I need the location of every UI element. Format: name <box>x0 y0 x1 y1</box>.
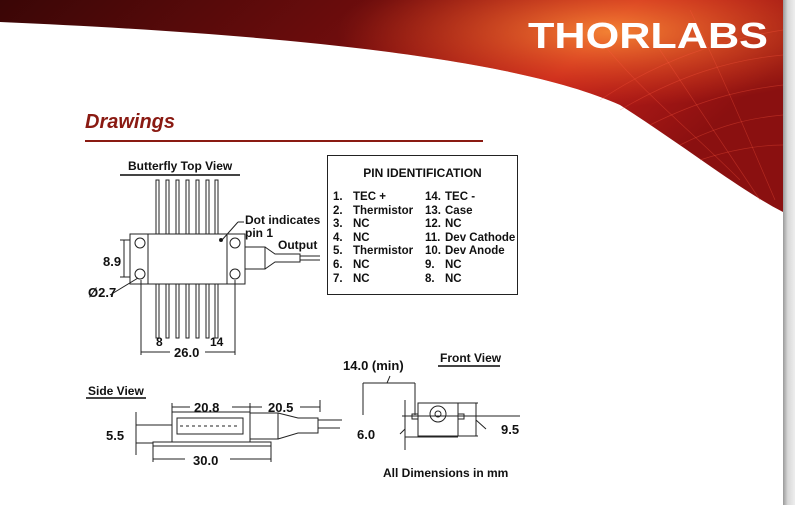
dim-width-26: 26.0 <box>174 345 199 360</box>
dim-hole-diameter: Ø2.7 <box>88 285 116 300</box>
front-view-title: Front View <box>440 351 502 365</box>
pin-14-label: 14 <box>210 335 224 349</box>
pin-row: 8.NC <box>425 272 462 285</box>
pin-column-right: 14.TEC - 13.Case 12.NC 11.Dev Cathode 10… <box>425 191 517 286</box>
pin-column-left: 1.TEC + 2.Thermistor 3.NC 4.NC 5.Thermis… <box>333 191 425 286</box>
dim-fiber-20-5: 20.5 <box>268 400 293 415</box>
dim-height-9-5: 9.5 <box>501 422 519 437</box>
top-view-title: Butterfly Top View <box>128 159 233 173</box>
dimensions-note: All Dimensions in mm <box>383 466 508 480</box>
dim-base-30: 30.0 <box>193 453 218 468</box>
dim-height-5-5: 5.5 <box>106 428 124 443</box>
dim-height-8-9: 8.9 <box>103 254 121 269</box>
butterfly-top-view: Butterfly Top View <box>109 159 320 355</box>
dim-min-14: 14.0 (min) <box>343 358 404 373</box>
side-view <box>86 397 342 462</box>
page-shadow <box>783 0 795 505</box>
section-title: Drawings <box>85 111 176 133</box>
pin-row: 12.NC <box>425 218 462 231</box>
header-banner: THORLABS <box>0 0 784 212</box>
pin-table-title: PIN IDENTIFICATION <box>363 166 482 180</box>
pin-row: 1.TEC + <box>333 191 386 203</box>
pin-row: 14.TEC - <box>425 191 476 203</box>
pin-row: 11.Dev Cathode <box>425 231 516 244</box>
pin-row: 5.Thermistor <box>333 245 414 258</box>
thorlabs-logo: THORLABS <box>528 15 768 56</box>
pin-row: 13.Case <box>425 204 473 217</box>
dim-offset-6: 6.0 <box>357 427 375 442</box>
dim-body-20-8: 20.8 <box>194 400 219 415</box>
section-rule <box>85 140 483 142</box>
pin-8-label: 8 <box>156 335 163 349</box>
pin-row: 3.NC <box>333 218 370 231</box>
front-view <box>362 365 520 450</box>
pin-row: 9.NC <box>425 258 462 271</box>
dot-note-line1: Dot indicates <box>245 213 321 227</box>
pin-row: 7.NC <box>333 272 370 285</box>
pin-row: 2.Thermistor <box>333 204 414 217</box>
pin-row: 6.NC <box>333 258 370 271</box>
dot-note-line2: pin 1 <box>245 226 273 240</box>
pin-identification-table: PIN IDENTIFICATION 1.TEC + 2.Thermistor … <box>327 155 518 295</box>
output-label: Output <box>278 238 317 252</box>
pin-row: 4.NC <box>333 231 370 244</box>
pin-row: 10.Dev Anode <box>425 245 505 258</box>
side-view-title: Side View <box>88 384 144 398</box>
